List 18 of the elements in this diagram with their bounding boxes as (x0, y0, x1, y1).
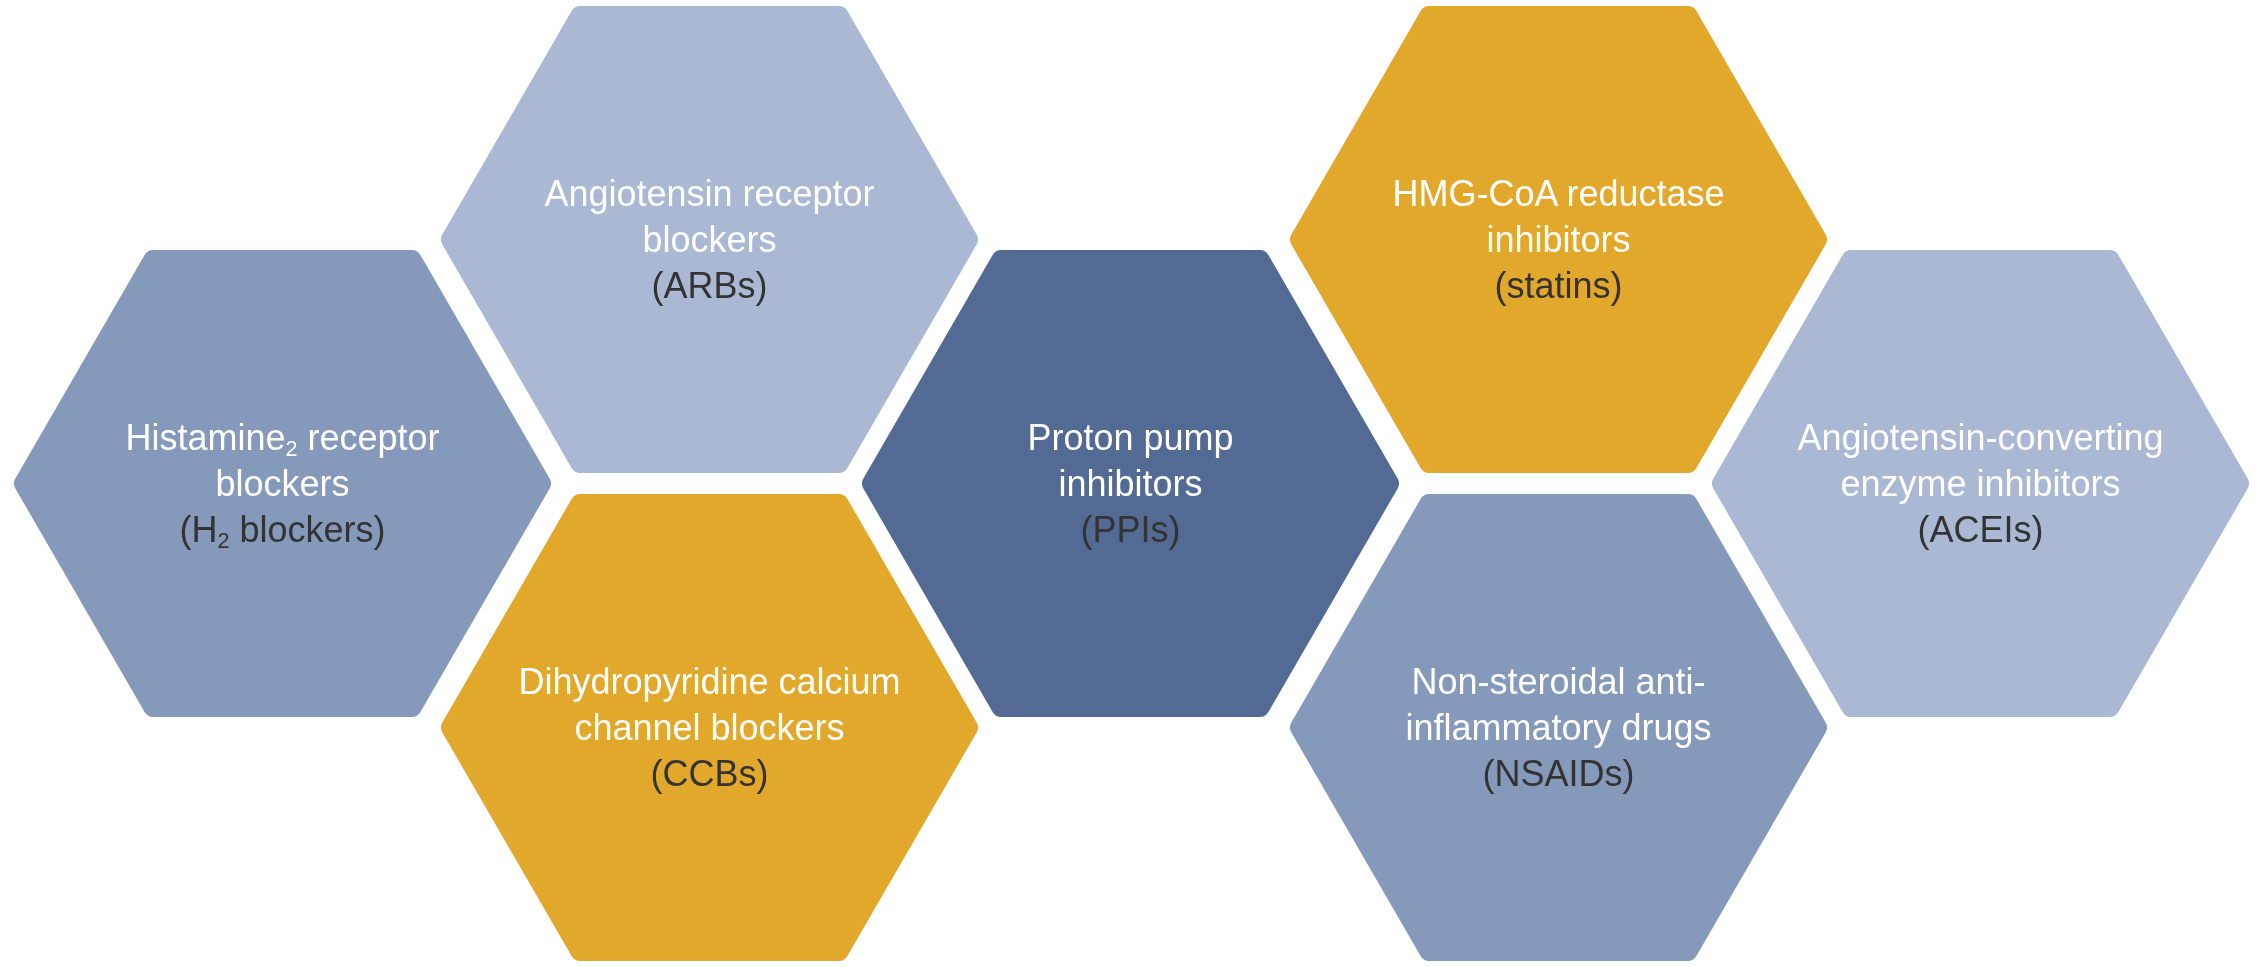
drug-class-name: Angiotensin-converting enzyme inhibitors (1796, 415, 2165, 506)
drug-class-name: HMG-CoA reductase inhibitors (1391, 171, 1726, 262)
hexagon-tile (441, 494, 978, 961)
drug-class-name: Histamine$_{2}$ receptor blockers (124, 415, 441, 506)
hexagon-tile (441, 6, 978, 473)
drug-class-abbreviation: (statins) (1494, 263, 1623, 308)
drug-class-name: Proton pump inhibitors (1026, 415, 1235, 506)
drug-class-abbreviation: (NSAIDs) (1482, 751, 1635, 796)
hexagon-tile (1712, 250, 2249, 717)
drug-class-name: Angiotensin receptor blockers (543, 171, 876, 262)
drug-class-abbreviation: (ACEIs) (1917, 507, 2044, 552)
drug-class-name: Dihydropyridine calcium channel blockers (517, 659, 902, 750)
drug-class-abbreviation: (H$_{2}$ blockers) (179, 507, 386, 553)
drug-class-abbreviation: (CCBs) (650, 751, 769, 796)
drug-class-abbreviation: (ARBs) (651, 263, 768, 308)
hexagon-tile (1290, 494, 1827, 961)
drug-class-abbreviation: (PPIs) (1080, 507, 1181, 552)
drug-class-name: Non-steroidal anti-inflammatory drugs (1404, 659, 1713, 750)
